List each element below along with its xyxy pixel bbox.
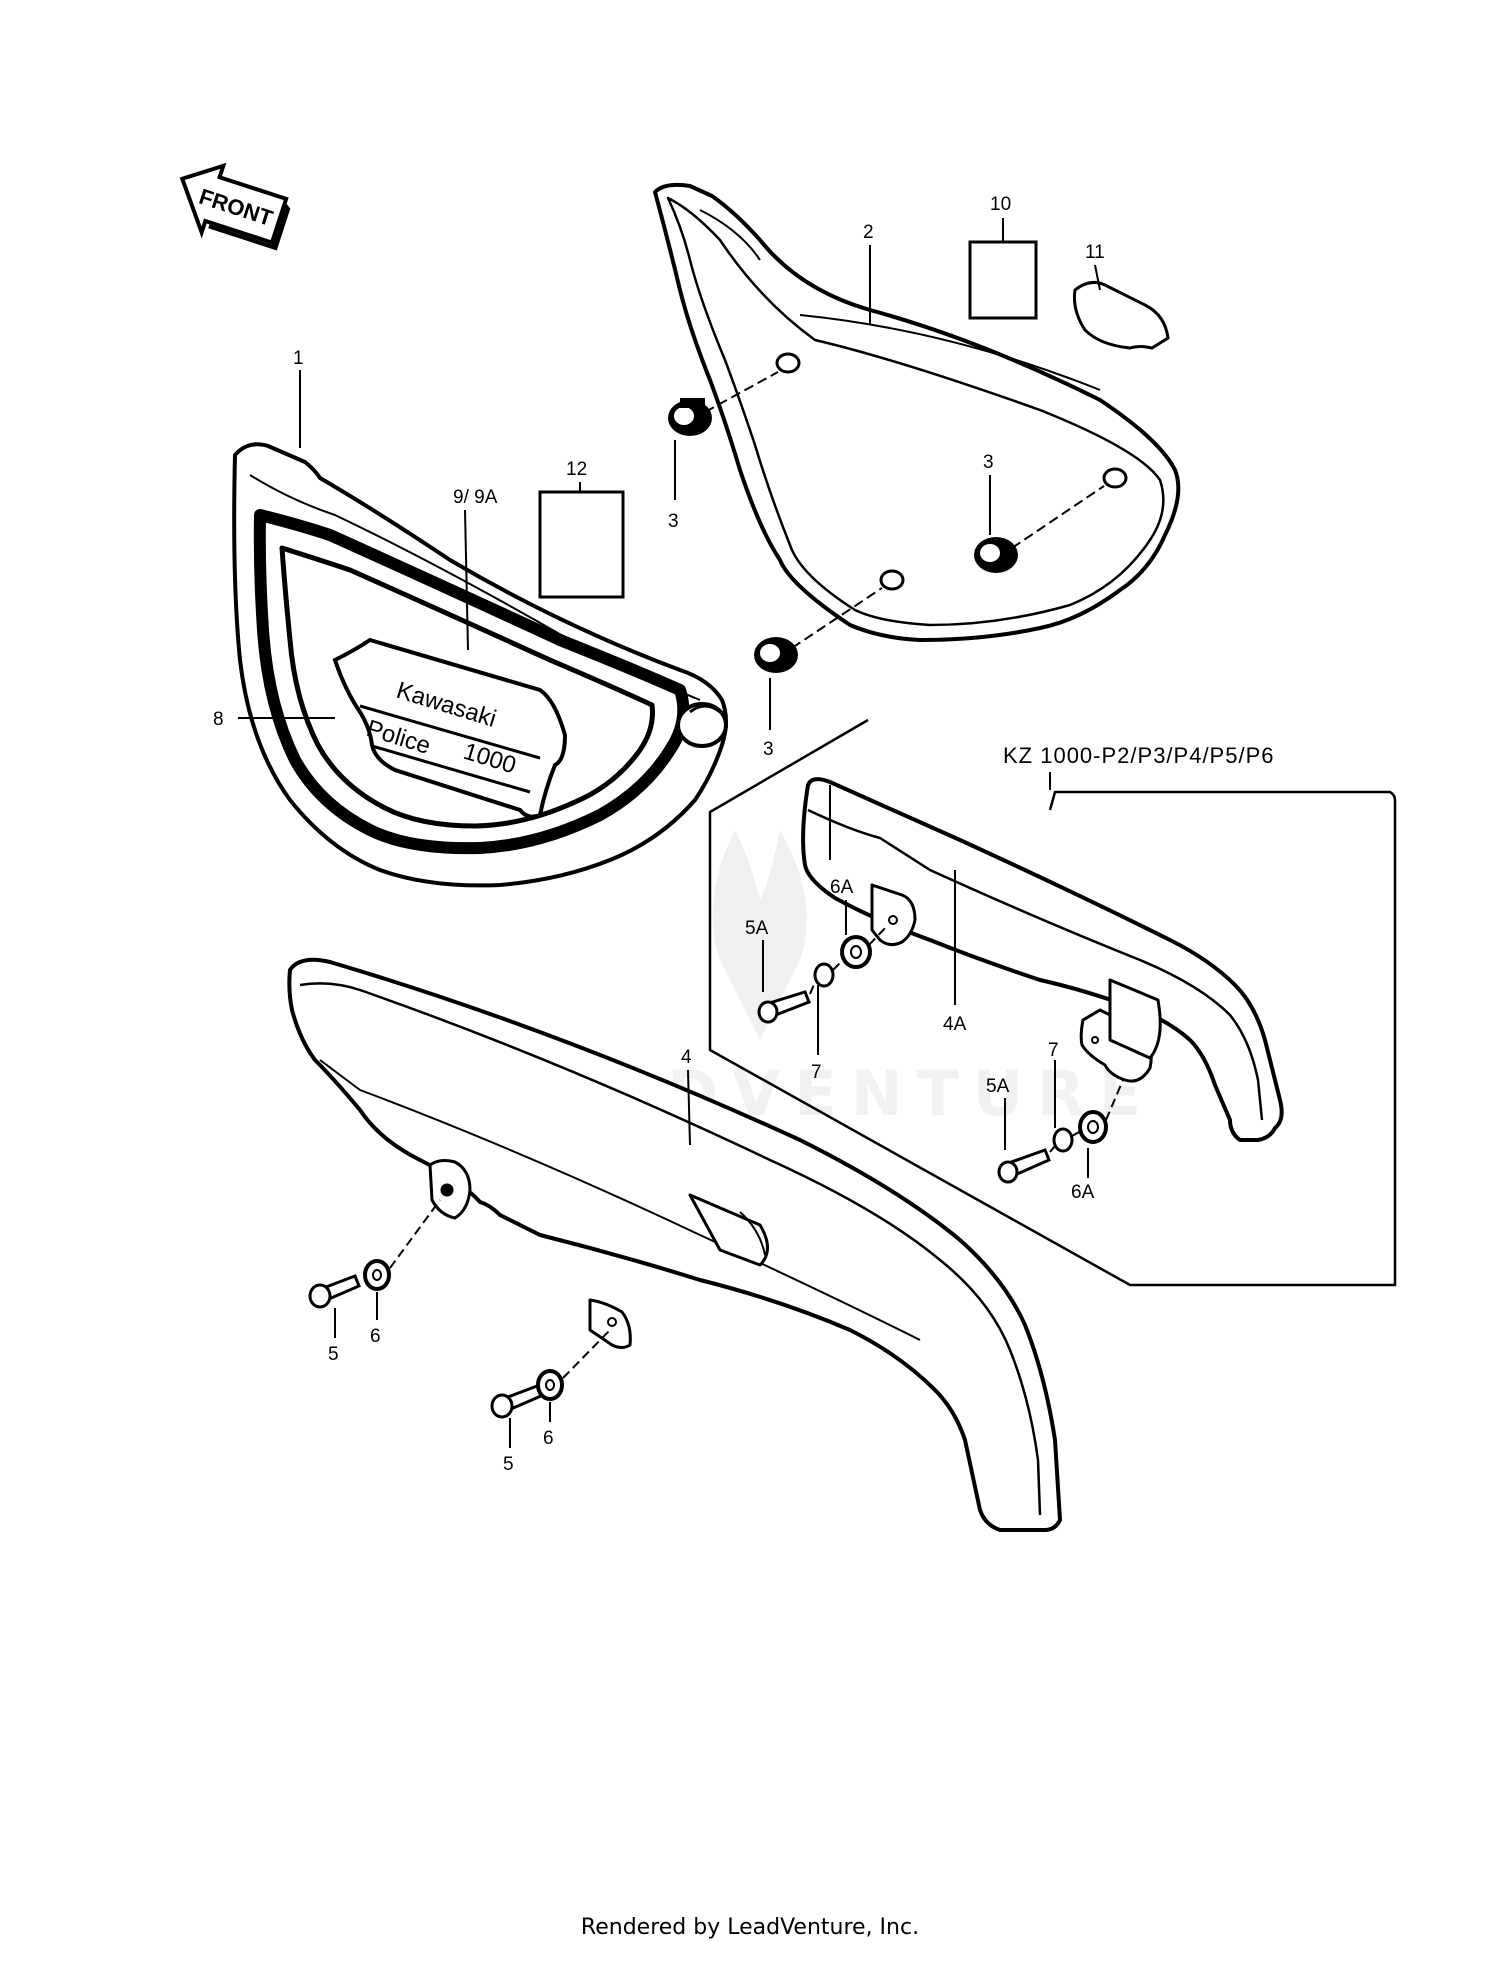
callout-8: 8 [213,709,224,730]
part-6-washer-left [363,1259,391,1291]
kit-model-label: KZ 1000-P2/P3/P4/P5/P6 [1003,743,1275,768]
part-5-bolt-right [490,1384,543,1419]
part-7-washer-lower [1052,1127,1074,1153]
part-3-grommet-a [668,398,712,436]
watermark-logo [712,830,807,1040]
kit-bracket-outline [708,718,1397,1287]
callout-5a-upper: 5A [745,918,769,939]
part-6-washer-right [536,1369,564,1401]
callout-2: 2 [863,222,874,243]
mounting-lines [704,371,1105,649]
front-direction-tag: FRONT [179,162,291,251]
part-10-decal [968,240,1038,320]
callout-9-9a: 9/ 9A [453,487,498,508]
fastener-mounting-lines [389,924,1124,1379]
callout-6a-lower: 6A [1071,1182,1095,1203]
part-5a-bolt-upper [757,990,811,1024]
callout-12: 12 [566,459,587,480]
callout-3c: 3 [763,739,774,760]
part-5a-bolt-lower [997,1148,1051,1184]
callout-5-left: 5 [328,1344,339,1365]
callout-5a-lower: 5A [986,1076,1010,1097]
callout-4: 4 [681,1047,692,1068]
part-5-bolt-left [308,1274,361,1309]
part-1-side-cover [232,442,728,888]
part-8-emblem: Kawasaki Police 1000 [332,637,568,819]
callout-3b: 3 [983,452,994,473]
callout-6a-upper: 6A [830,877,854,898]
part-11-decal [1073,280,1170,350]
callout-4a: 4A [943,1014,967,1035]
footer-credit: Rendered by LeadVenture, Inc. [580,1915,920,1940]
callout-11: 11 [1085,242,1105,263]
part-3-grommet-b [974,537,1018,573]
callout-6-left: 6 [370,1326,381,1347]
part-12-decal [538,490,625,599]
part-4-chain-guard [287,957,1062,1532]
part-7-washer-upper [813,962,835,988]
part-6a-washer-lower [1078,1110,1108,1144]
part-2-side-cover [653,182,1181,642]
callout-3a: 3 [668,511,679,532]
part-3-grommet-c [754,637,798,673]
callout-1: 1 [293,348,304,369]
part-6a-washer-upper [840,935,872,969]
callout-7-upper: 7 [811,1062,822,1083]
callout-5-right: 5 [503,1454,514,1475]
callout-6-right: 6 [543,1428,554,1449]
callout-labels: 1 2 3 3 3 4 4A 5 5 5A 5A 6 6 6A 6A 7 7 8… [213,194,1275,1475]
callout-7-lower: 7 [1048,1040,1059,1061]
callout-10: 10 [990,194,1011,215]
callout-leader-lines [238,218,1101,1448]
